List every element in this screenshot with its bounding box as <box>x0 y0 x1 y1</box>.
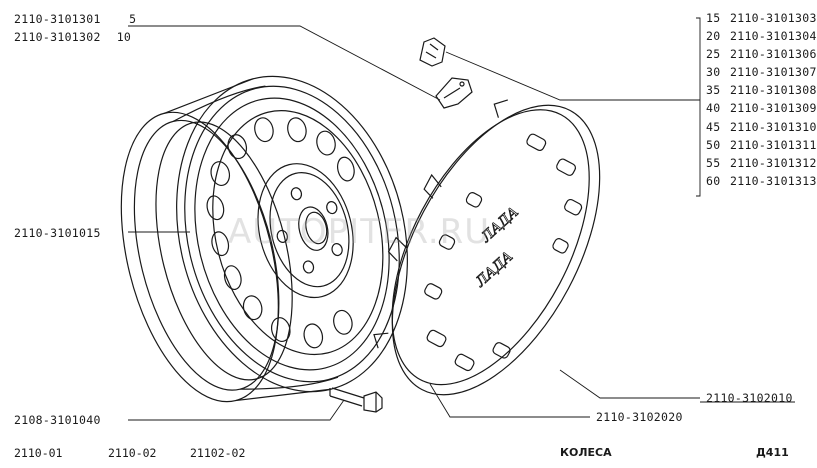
rim-vent-holes <box>206 117 355 349</box>
label-rim: 2110-3101015 <box>14 226 101 240</box>
footer-code: Д411 <box>756 446 789 459</box>
wheel-assembly-diagram: ЛАДА ЛАДА <box>120 17 795 421</box>
balance-weight <box>435 77 473 109</box>
part-number: 2110-3101301 <box>14 12 101 26</box>
hub-cap-slots <box>424 133 583 372</box>
wheel-bolt <box>329 387 383 413</box>
rim-back-edge <box>120 111 279 403</box>
rim-front-flange <box>176 75 408 393</box>
rim-center-bore <box>298 206 329 251</box>
label-cap: 2110-3102010 <box>706 391 793 405</box>
label-cap-inner: 2110-3102020 <box>596 410 683 424</box>
rim-hub-face <box>257 163 354 299</box>
balance-weight-clip <box>419 37 446 67</box>
rim-bolt-holes <box>276 187 343 274</box>
part-number: 2110-3101302 <box>14 30 101 44</box>
leader-cap-inner <box>429 383 590 418</box>
footer-model-1: 2110-01 <box>14 446 63 460</box>
leader-clip <box>445 51 700 101</box>
rim-disc <box>212 110 384 356</box>
part-qty: 5 <box>129 12 137 26</box>
leader-balance-weight <box>128 25 441 101</box>
footer-model-2: 2110-02 <box>108 446 157 460</box>
leader-cap <box>559 369 700 399</box>
watermark: AUTOPITER.RU <box>228 212 491 252</box>
leader-bolt <box>128 399 345 421</box>
svg-text:ЛАДА: ЛАДА <box>472 249 516 291</box>
label-part-top-left-1: 2110-3101301 5 <box>14 12 136 26</box>
weights-bracket <box>696 17 701 197</box>
footer-title: КОЛЕСА <box>560 446 612 459</box>
label-part-top-left-2: 2110-3101302 10 <box>14 30 131 44</box>
leader-lines <box>128 17 795 421</box>
hub-cap-rim <box>391 109 590 386</box>
part-qty: 10 <box>116 30 132 44</box>
steel-rim <box>120 75 408 403</box>
footer-model-3: 21102-02 <box>190 446 246 460</box>
label-bolt: 2108-3101040 <box>14 413 101 427</box>
